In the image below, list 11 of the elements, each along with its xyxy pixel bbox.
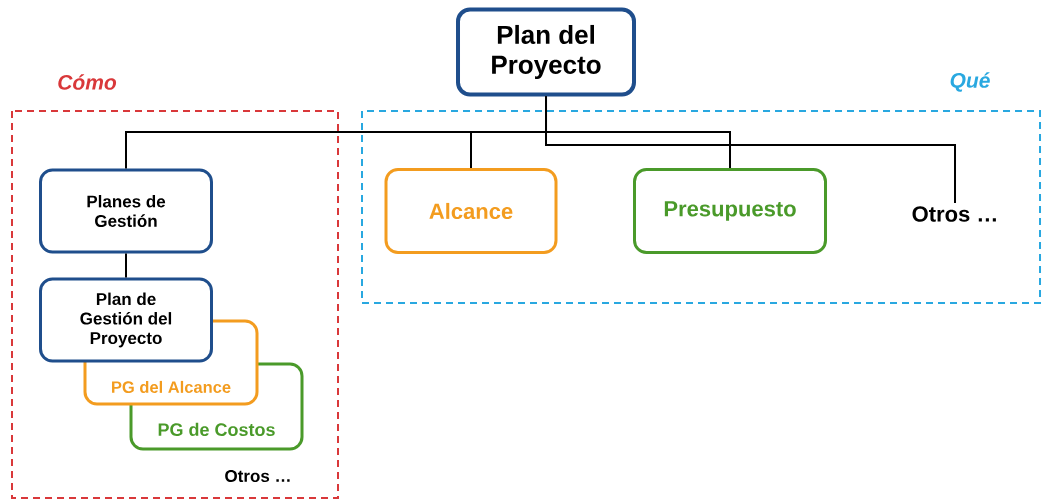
node-text: Otros … (912, 206, 996, 222)
region-heading: Qué (950, 72, 990, 92)
region-heading: Cómo (58, 74, 117, 90)
title-box: Plan del Proyecto (456, 7, 636, 97)
process-box: Presupuesto (633, 168, 827, 254)
process-box: Plan de Gestión del Proyecto (39, 277, 213, 363)
process-box: Alcance (384, 168, 558, 254)
connector-line (125, 252, 127, 279)
process-box: Planes de Gestión (39, 168, 213, 254)
connector-line (545, 95, 956, 204)
note-text: Otros … (225, 470, 290, 483)
